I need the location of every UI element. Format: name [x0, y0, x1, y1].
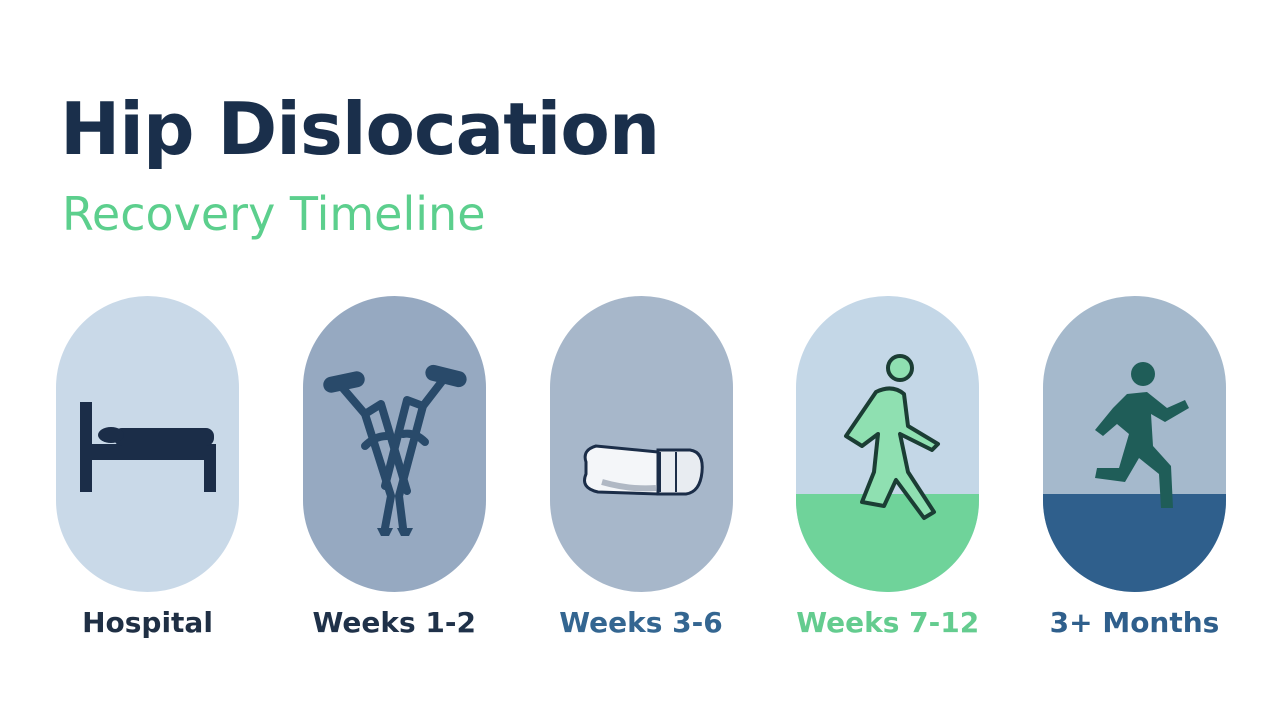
walking-person-icon	[844, 354, 941, 520]
stage-label: Hospital	[82, 606, 213, 639]
ground-band	[796, 494, 980, 592]
crutches-icon	[323, 364, 467, 536]
stage-capsule	[796, 296, 980, 592]
stage-label: 3+ Months	[1049, 606, 1220, 639]
stage-weeks-7-12: Weeks 7-12	[796, 296, 980, 656]
stage-capsule	[1043, 296, 1226, 592]
running-person-icon	[1095, 362, 1189, 508]
recovery-stages: Hospital Weeks 1-2	[56, 296, 1226, 656]
stage-weeks-1-2: Weeks 1-2	[302, 296, 486, 656]
walking-aid-icon	[582, 444, 704, 496]
stage-hospital: Hospital	[56, 296, 239, 656]
page-title: Hip Dislocation	[60, 87, 660, 171]
stage-weeks-3-6: Weeks 3-6	[549, 296, 733, 656]
stage-label: Weeks 3-6	[559, 606, 723, 639]
stage-capsule	[56, 296, 239, 592]
stage-capsule	[302, 296, 486, 592]
stage-label: Weeks 1-2	[312, 606, 477, 639]
ground-band	[1043, 494, 1226, 592]
page-subtitle: Recovery Timeline	[62, 187, 486, 241]
hospital-bed-icon	[80, 402, 216, 492]
stage-capsule	[549, 296, 733, 592]
stage-label: Weeks 7-12	[796, 606, 980, 639]
stage-3-months: 3+ Months	[1043, 296, 1226, 656]
